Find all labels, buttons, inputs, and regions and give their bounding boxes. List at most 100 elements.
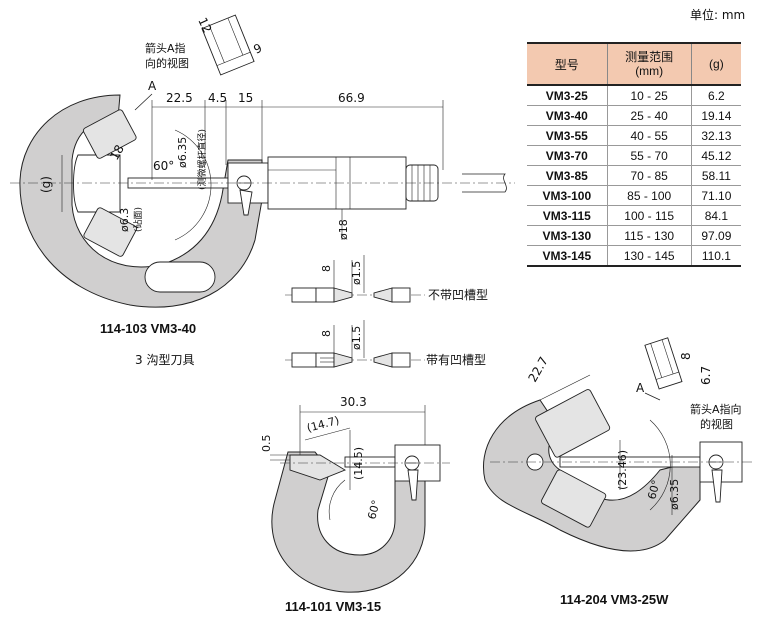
cell-model: VM3-70	[527, 145, 608, 166]
spec-table-header: 型号 测量范围 (mm) (g)	[527, 42, 741, 86]
frame-handle-slot	[144, 261, 216, 293]
upper-anvil-block	[82, 109, 137, 159]
cell-model: VM3-115	[527, 205, 608, 226]
dim-g: (g)	[39, 176, 53, 193]
cell-weight: 32.13	[690, 125, 741, 146]
cell-model: VM3-145	[527, 245, 608, 267]
anvil-face-label: (砧面)	[132, 207, 144, 232]
micrometer-vm3-40: 22.5 4.5 15 66.9 A 18 60° ø6.35 (测微螺杆直径)…	[10, 79, 515, 308]
dim-6-35: ø6.35	[176, 137, 189, 168]
dim-6-3: ø6.3	[118, 208, 131, 232]
vm3-25w-upper-anvil	[535, 389, 611, 458]
cell-weight: 71.10	[690, 185, 741, 206]
dim-6-7: 6.7	[699, 366, 713, 385]
cell-weight: 97.09	[690, 225, 741, 246]
vm3-25w-lower-anvil	[541, 469, 607, 528]
micrometer-vm3-25w: 22.7 (23.46) 60° ø6.35 A	[483, 354, 752, 552]
spindle-end-no-groove: 8 ø1.5 不带凹槽型	[285, 255, 488, 303]
arrow-a-view-top: 12 9 箭头A指 向的视图	[145, 14, 264, 76]
dim-angle-60-b: 60°	[365, 499, 383, 521]
dim-0-5: 0.5	[260, 435, 273, 453]
caption-vm3-40: 114-103 VM3-40	[100, 321, 196, 336]
cell-range: 10 - 25	[606, 85, 692, 106]
cell-model: VM3-100	[527, 185, 608, 206]
cell-weight: 19.14	[690, 105, 741, 126]
dim-1-5-b: ø1.5	[350, 326, 363, 350]
spindle-diameter-label: (测微螺杆直径)	[196, 129, 208, 190]
dim-6-35-b: ø6.35	[668, 479, 681, 510]
cell-range: 40 - 55	[606, 125, 692, 146]
dim-30-3: 30.3	[340, 395, 367, 409]
dim-8-c: 8	[679, 352, 693, 360]
spindle-end-with-groove: 8 ø1.5 带有凹槽型	[285, 320, 486, 368]
dim-18: 18	[107, 142, 127, 162]
dim-phi-18: ø18	[337, 219, 350, 240]
cell-range: 130 - 145	[606, 245, 692, 267]
cell-model: VM3-25	[527, 85, 608, 106]
no-groove-label: 不带凹槽型	[428, 288, 488, 302]
point-a-label: A	[148, 79, 157, 93]
cell-range: 115 - 130	[606, 225, 692, 246]
cell-model: VM3-40	[527, 105, 608, 126]
dim-angle-60: 60°	[153, 159, 174, 173]
vm3-15-anvil	[289, 454, 347, 481]
lock-lever	[239, 189, 253, 216]
cell-range: 25 - 40	[606, 105, 692, 126]
dim-4-5: 4.5	[208, 91, 227, 105]
arrow-view-label-1: 箭头A指	[145, 41, 186, 55]
cell-weight: 84.1	[690, 205, 741, 226]
frame-inner-window	[73, 154, 121, 213]
micrometer-vm3-15: 30.3 (14.7) (14.5) 0.5 60°	[260, 395, 450, 593]
dim-23-46: (23.46)	[616, 450, 629, 490]
arrow-view-label-4: 的视图	[700, 417, 733, 431]
with-groove-label: 带有凹槽型	[426, 353, 486, 367]
unit-label: 单位: mm	[690, 8, 746, 22]
frame-vm3-15	[271, 451, 426, 593]
cell-range: 55 - 70	[606, 145, 692, 166]
cell-model: VM3-55	[527, 125, 608, 146]
dim-22-5: 22.5	[166, 91, 193, 105]
caption-vm3-15: 114-101 VM3-15	[285, 599, 381, 614]
cell-model: VM3-85	[527, 165, 608, 186]
lower-anvil-block	[83, 207, 138, 257]
header-weight: (g)	[690, 42, 741, 86]
dim-12: 12	[195, 15, 214, 35]
dim-8-b: 8	[320, 330, 333, 337]
arrow-view-label-3: 箭头A指向	[690, 402, 742, 416]
cell-model: VM3-130	[527, 225, 608, 246]
dim-9: 9	[251, 41, 264, 57]
caption-vm3-25w: 114-204 VM3-25W	[560, 592, 669, 607]
cell-range: 85 - 100	[606, 185, 692, 206]
point-a2-label: A	[636, 381, 645, 395]
cell-range: 100 - 115	[606, 205, 692, 226]
cell-weight: 6.2	[690, 85, 741, 106]
dim-14-5: (14.5)	[352, 447, 365, 480]
dim-15: 15	[238, 91, 253, 105]
dim-66-9: 66.9	[338, 91, 365, 105]
arrow-view-label-2: 向的视图	[145, 56, 189, 70]
cell-weight: 58.11	[690, 165, 741, 186]
cell-range: 70 - 85	[606, 165, 692, 186]
dim-22-7: 22.7	[525, 354, 550, 384]
dim-angle-60-c: 60°	[645, 479, 663, 501]
cell-weight: 110.1	[690, 245, 741, 267]
frame-vm3-40	[19, 94, 263, 308]
dim-1-5-a: ø1.5	[350, 261, 363, 285]
dim-8-a: 8	[320, 265, 333, 272]
three-flute-label: 3 沟型刀具	[135, 353, 194, 367]
arrow-a-view-right: 8 6.7 箭头A指向 的视图	[644, 337, 742, 431]
cell-weight: 45.12	[690, 145, 741, 166]
header-range: 测量范围 (mm)	[606, 42, 692, 86]
header-model: 型号	[527, 42, 608, 86]
